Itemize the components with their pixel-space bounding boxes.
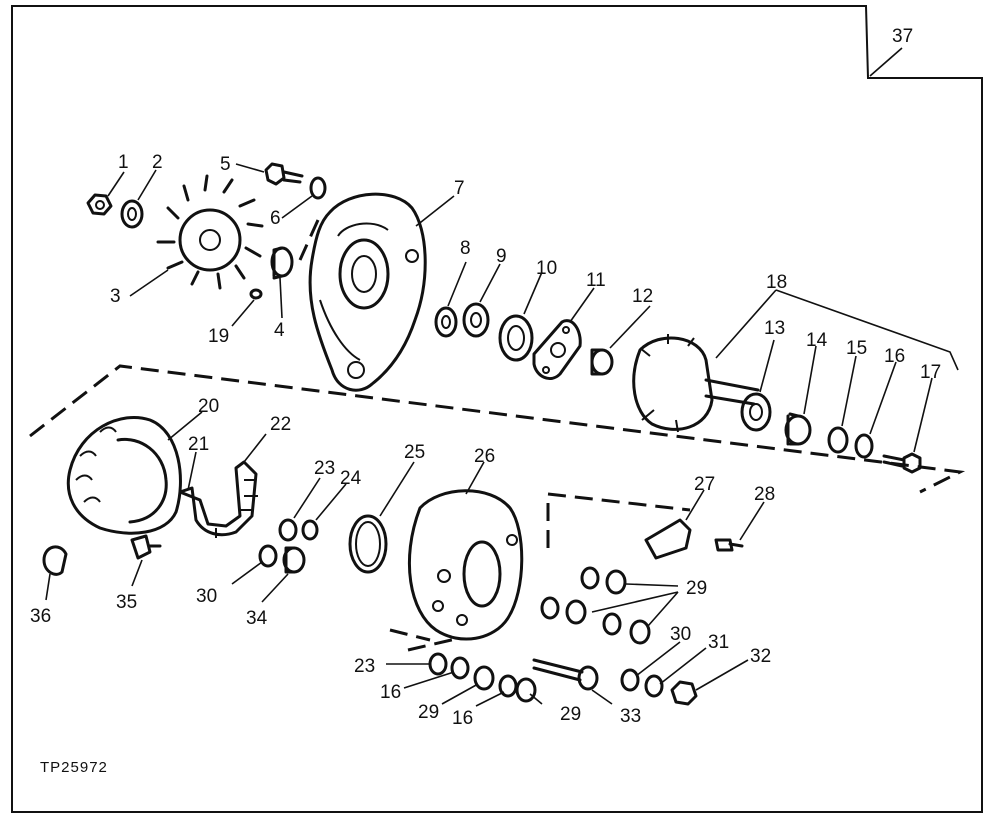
part-drive-end-frame [298,192,427,392]
part-o-ring [348,514,388,574]
part-washer-6 [620,668,640,692]
callout-26: 26 [474,446,495,467]
part-screw [264,162,304,186]
figure-reference: TP25972 [40,759,108,776]
part-washer-3 [827,426,849,454]
part-insulator [278,518,298,542]
page-border [11,5,983,813]
part-bolt [882,452,922,474]
part-sleeve [282,546,306,574]
part-bottom-row [428,652,537,703]
callout-8: 8 [460,238,471,259]
callout-35: 35 [116,592,137,613]
callout-34: 34 [246,608,268,629]
callout-33: 33 [620,706,641,727]
callout-17: 17 [920,362,941,383]
callout-25: 25 [404,442,425,463]
callout-21: 21 [188,434,209,455]
assembly-line [29,364,966,548]
part-washer-7 [644,674,664,698]
part-lock-washer [309,176,327,200]
part-through-bolt [532,658,599,691]
callout-3: 3 [110,286,121,307]
callout-10: 10 [536,258,557,279]
callout-29-repeat-b: 29 [560,704,581,725]
callout-1: 1 [118,152,129,173]
part-bearing [498,314,534,362]
callout-12: 12 [632,286,653,307]
part-screw-2 [714,538,744,552]
part-spacer [270,246,294,280]
callout-9: 9 [496,246,507,267]
part-insulator-2 [301,519,319,541]
part-shim [434,306,458,338]
callout-36: 36 [30,606,51,627]
part-fan [156,174,264,290]
callout-31: 31 [708,632,729,653]
part-nut-2 [670,680,698,706]
part-terminal [42,545,68,576]
callout-29: 29 [686,578,707,599]
part-washer-5 [258,544,278,568]
part-washer-2 [462,302,490,338]
part-key [249,288,263,300]
part-washer-4 [854,433,874,459]
callout-29-repeat-a: 29 [418,702,439,723]
part-slip-ring-end-frame [389,489,524,652]
part-washer [120,199,144,229]
callout-22: 22 [270,414,291,435]
part-bushing [784,412,812,446]
part-rectifier [178,460,258,538]
callout-19: 19 [208,326,229,347]
callout-24: 24 [340,468,362,489]
callout-16-repeat-b: 16 [452,708,473,729]
leader-lines [45,47,959,707]
callout-4: 4 [274,320,285,341]
callout-32: 32 [750,646,771,667]
callout-6: 6 [270,208,281,229]
callout-16: 16 [884,346,905,367]
callout-23: 23 [314,458,335,479]
callout-23-repeat: 23 [354,656,375,677]
callout-30-repeat: 30 [670,624,691,645]
part-clip [130,534,162,560]
part-regulator [644,518,692,560]
part-retainer-plate [532,319,582,380]
callout-2: 2 [152,152,163,173]
callout-11: 11 [586,270,606,291]
callout-13: 13 [764,318,785,339]
part-rotor [632,334,760,433]
callout-18: 18 [766,272,787,293]
part-stator [66,415,182,535]
callout-14: 14 [806,330,828,351]
callout-37: 37 [892,26,913,47]
part-slip-ring [740,392,772,432]
callout-5: 5 [220,154,231,175]
callout-7: 7 [454,178,465,199]
part-collar [590,348,614,376]
callout-20: 20 [198,396,219,417]
callout-30: 30 [196,586,217,607]
callout-28: 28 [754,484,775,505]
part-nut [86,193,113,216]
part-nuts [540,566,651,645]
callout-15: 15 [846,338,867,359]
callout-16-repeat-a: 16 [380,682,401,703]
callout-27: 27 [694,474,715,495]
callout-labels: 1 2 3 4 5 6 7 8 9 10 11 12 13 14 15 16 1… [30,26,941,729]
